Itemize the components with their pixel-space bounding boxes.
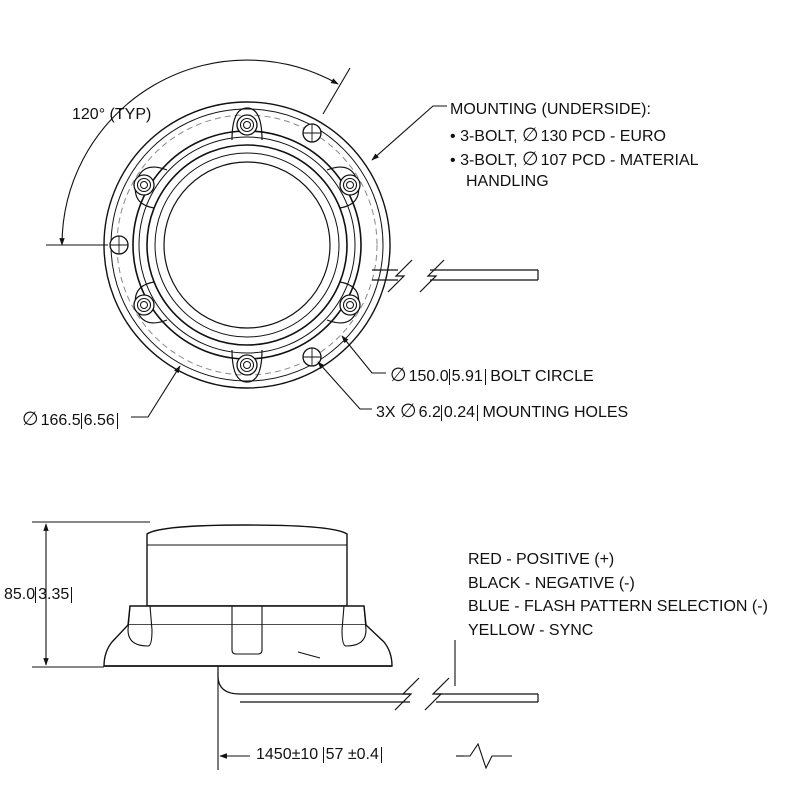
height-dimension — [32, 521, 150, 668]
mounting-title: MOUNTING (UNDERSIDE): — [450, 101, 651, 118]
bolt-circle-text: BOLT CIRCLE — [490, 368, 594, 385]
diameter-symbol: ∅ — [522, 125, 539, 146]
diameter-symbol: ∅ — [400, 401, 417, 422]
mounting-continuation: HANDLING — [466, 173, 549, 190]
inner-rim-2 — [138, 136, 356, 354]
mounting-bullet-1: • 3-BOLT, ∅130 PCD - EURO — [450, 126, 666, 145]
diameter-symbol: ∅ — [390, 365, 407, 386]
wiring-black: BLACK - NEGATIVE (-) — [468, 575, 635, 592]
angle-dimension — [46, 59, 351, 246]
side-cable — [217, 666, 539, 711]
metric-value: 1450 — [256, 746, 292, 763]
mounting-hole-icon — [302, 347, 322, 367]
mounting-holes-marks — [109, 123, 322, 367]
bullet-dot: • — [450, 128, 456, 145]
metric-value: 6.2 — [418, 404, 441, 421]
wiring-yellow: YELLOW - SYNC — [468, 622, 594, 639]
quantity-prefix: 3X — [376, 404, 396, 421]
metric-value: 166.5 — [40, 412, 81, 429]
side-view — [103, 524, 393, 667]
bolt-icon — [133, 174, 155, 196]
flange-step — [110, 108, 384, 382]
bolt-icon — [339, 294, 361, 316]
boss-bottom — [231, 349, 263, 383]
imperial-value: 57 ±0.4 — [322, 747, 382, 763]
bolts — [133, 114, 361, 376]
metric-value: 85.0 — [4, 586, 36, 603]
inner-rim — [132, 130, 362, 360]
lens-inner — [163, 161, 331, 329]
boss-center — [231, 606, 263, 655]
collar — [127, 605, 367, 626]
mounting-hole-icon — [109, 235, 129, 255]
bullet-dot: • — [450, 152, 456, 169]
bolt-circle-dashed — [116, 114, 378, 376]
bolt-icon — [339, 174, 361, 196]
bullet-prefix: 3-BOLT, — [460, 128, 518, 145]
bolt-bosses — [134, 107, 360, 383]
boss-left — [127, 605, 153, 647]
imperial-value: 3.35 — [35, 587, 73, 603]
bullet-text: 130 PCD - EURO — [540, 128, 666, 145]
bullet-prefix: 3-BOLT, — [460, 152, 518, 169]
angle-label: 120° (TYP) — [72, 106, 152, 123]
boss-right — [341, 605, 367, 647]
tolerance-value: ±10 — [291, 746, 319, 763]
metric-value: 150.0 — [408, 368, 449, 385]
diameter-symbol: ∅ — [22, 409, 39, 430]
cable-length-label: 1450±10 57 ±0.4 — [256, 747, 382, 763]
leaders-top — [131, 105, 447, 418]
bullet-text: 107 PCD - MATERIAL — [540, 152, 699, 169]
dome — [146, 524, 348, 545]
wiring-blue: BLUE - FLASH PATTERN SELECTION (-) — [468, 598, 768, 615]
diameter-symbol: ∅ — [522, 149, 539, 170]
imperial-value: 5.91 — [448, 369, 486, 385]
top-view — [103, 101, 391, 389]
bolt-icon — [133, 294, 155, 316]
lens-outer — [146, 144, 348, 346]
wiring-red: RED - POSITIVE (+) — [468, 551, 615, 568]
top-cable — [372, 259, 539, 293]
mounting-bullet-2: • 3-BOLT, ∅107 PCD - MATERIAL — [450, 150, 699, 169]
dome-body — [146, 545, 348, 607]
bolt-icon — [236, 114, 258, 136]
cable-gland — [297, 651, 321, 659]
imperial-value: 6.56 — [80, 413, 118, 429]
mounting-holes-text: MOUNTING HOLES — [482, 404, 629, 421]
mounting-hole-icon — [302, 123, 322, 143]
lens-mid — [154, 152, 340, 338]
imperial-value: 0.24 — [440, 405, 478, 421]
bolt-icon — [236, 354, 258, 376]
length-dimension — [217, 640, 512, 770]
